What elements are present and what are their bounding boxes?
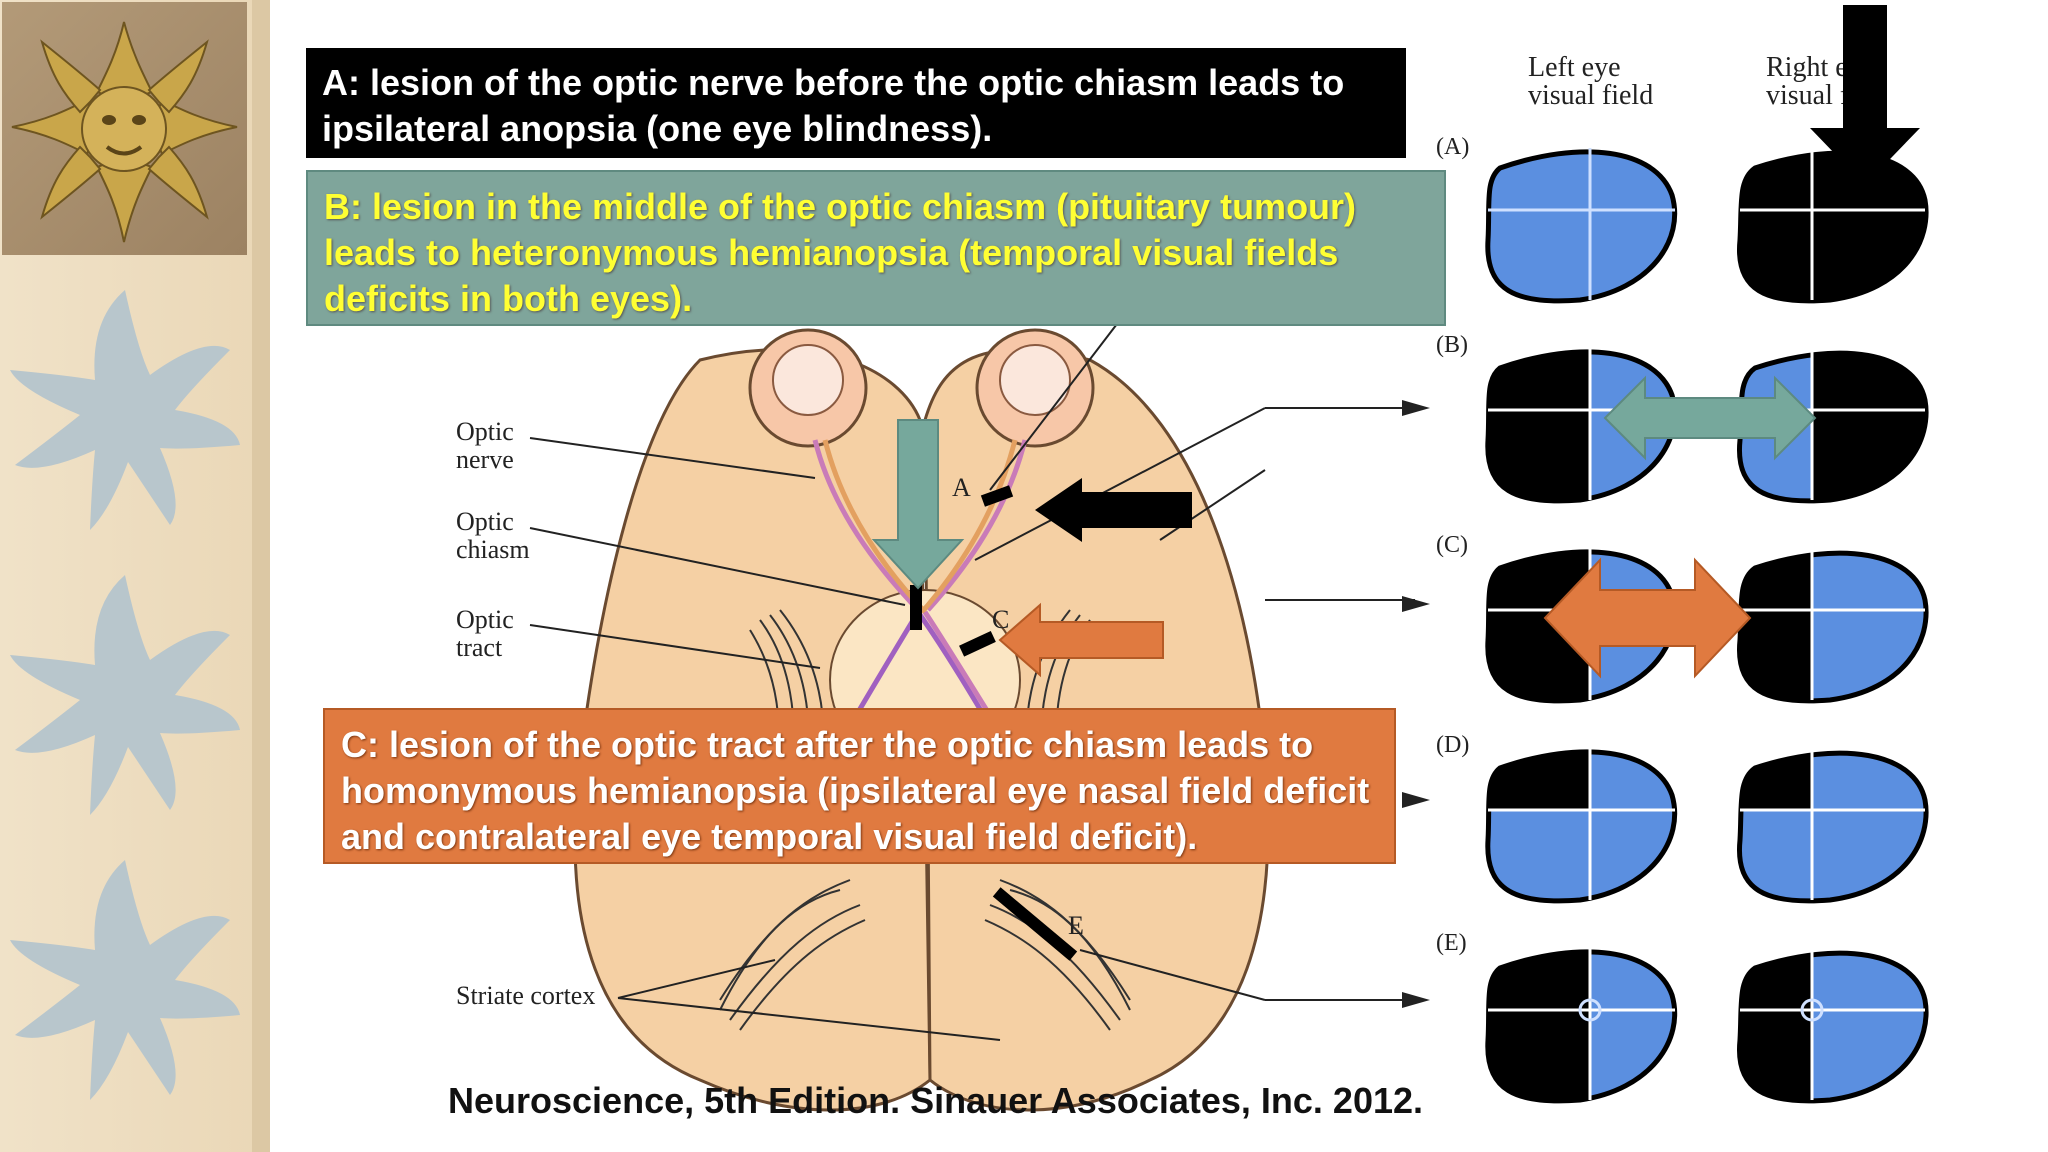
- star-icon: [10, 290, 240, 530]
- decorative-sidebar: [0, 0, 270, 1152]
- right-eye-field-e: [1736, 948, 1929, 1104]
- right-field-header: visual f: [1766, 80, 1850, 111]
- lesion-b-marker: [910, 585, 922, 630]
- arrow-left-black-icon: [1035, 478, 1192, 542]
- row-label-b: (B): [1436, 332, 1468, 358]
- sidebar-edge: [252, 0, 270, 1152]
- visual-field-row-d: [1485, 748, 1929, 904]
- label-optic-nerve: nerve: [456, 445, 514, 474]
- right-eye-field-c: [1736, 548, 1929, 704]
- arrow-down-black-icon: [1810, 5, 1920, 185]
- label-striate-cortex: Striate cortex: [456, 981, 595, 1010]
- arrow-down-teal-icon: [871, 419, 965, 590]
- left-eye-field-e: [1485, 948, 1678, 1104]
- left-field-header: Left eye: [1528, 52, 1621, 83]
- label-optic-chiasm: chiasm: [456, 535, 530, 564]
- label-lesion-e: E: [1068, 911, 1084, 940]
- citation: Neuroscience, 5th Edition. Sinauer Assoc…: [448, 1080, 1424, 1121]
- label-optic-tract: tract: [456, 633, 503, 662]
- pointer-arrowheads: [1402, 400, 1430, 1008]
- brain-labels: Optic nerve Optic chiasm Optic tract Str…: [456, 417, 1084, 1010]
- left-eye-field-d: [1485, 748, 1678, 904]
- arrow-left-orange-icon: [998, 602, 1164, 678]
- label-lesion-a: A: [952, 473, 971, 502]
- callout-lesion-a: A: lesion of the optic nerve before the …: [306, 48, 1406, 158]
- double-arrow-orange-icon: [1543, 557, 1752, 679]
- visual-field-row-e: [1485, 948, 1929, 1104]
- star-icon: [10, 860, 240, 1100]
- row-label-c: (C): [1436, 532, 1468, 558]
- right-eye-field-b: [1736, 348, 1929, 504]
- double-arrow-teal-icon: [1603, 375, 1817, 461]
- right-eye-field-a: [1736, 148, 1929, 304]
- row-label-d: (D): [1436, 732, 1469, 758]
- row-label-e: (E): [1436, 930, 1467, 956]
- label-lesion-c: C: [992, 605, 1009, 634]
- sun-tile: [2, 2, 247, 255]
- label-optic-tract: Optic: [456, 605, 514, 634]
- field-headers: Left eye visual field Right e visual f: [1528, 52, 1850, 111]
- label-optic-nerve: Optic: [456, 417, 514, 446]
- lesion-a-marker: [980, 485, 1014, 507]
- row-label-a: (A): [1436, 134, 1469, 160]
- left-field-header: visual field: [1528, 80, 1653, 111]
- star-icon: [10, 575, 240, 815]
- visual-field-row-a: [1485, 148, 1929, 304]
- right-field-header: Right e: [1766, 52, 1848, 83]
- lesion-e-marker: [992, 887, 1078, 961]
- callout-lesion-c: C: lesion of the optic tract after the o…: [323, 708, 1396, 864]
- visual-field-row-c: [1485, 548, 1929, 704]
- row-labels: (A) (B) (C) (D) (E): [1436, 134, 1469, 956]
- callout-lesion-b: B: lesion in the middle of the optic chi…: [306, 170, 1446, 326]
- right-eye-field-d: [1736, 748, 1929, 904]
- sun-icon: [11, 21, 238, 243]
- lesion-c-marker: [959, 630, 996, 657]
- left-eye-field-a: [1485, 148, 1678, 304]
- leader-lines: [529, 319, 1415, 1041]
- label-optic-chiasm: Optic: [456, 507, 514, 536]
